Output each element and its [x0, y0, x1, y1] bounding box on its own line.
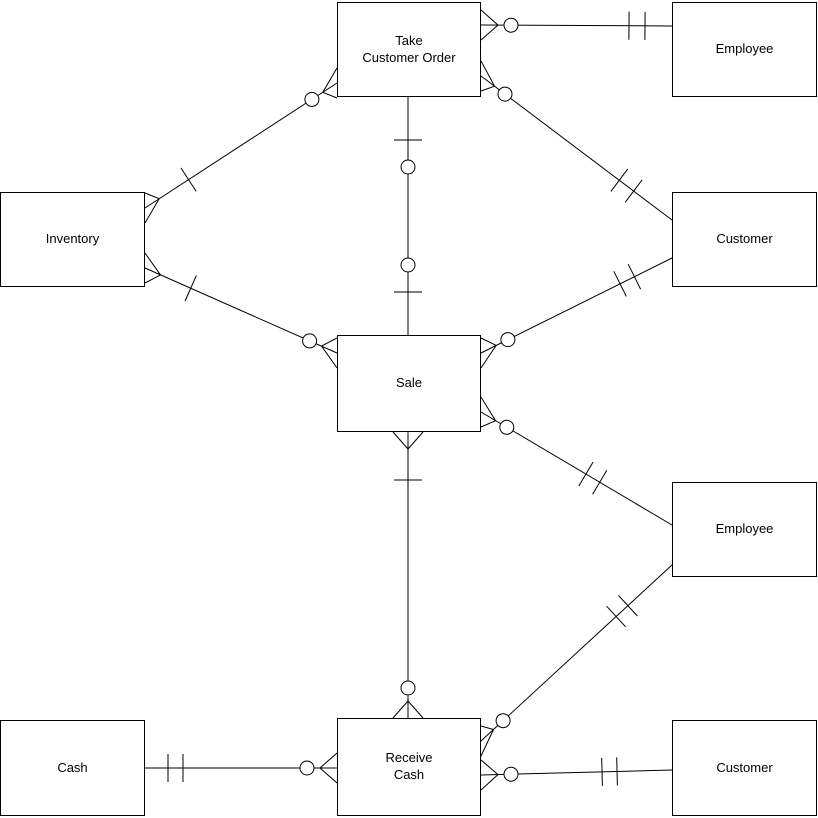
crow-foot-prong — [480, 9, 499, 26]
optionality-zero-circle — [499, 419, 515, 435]
crow-foot-prong — [319, 767, 338, 784]
entity-inventory[interactable]: Inventory — [0, 192, 145, 287]
optionality-zero-circle — [400, 680, 416, 696]
crow-foot-prong — [407, 700, 424, 719]
crow-foot-prong — [392, 431, 409, 450]
optionality-zero-circle — [299, 760, 315, 776]
cardinality-one-tick — [627, 263, 642, 290]
crow-foot-prong — [480, 396, 497, 421]
crow-foot-prong — [480, 345, 497, 369]
optionality-zero-circle — [302, 333, 318, 349]
entity-sale[interactable]: Sale — [337, 335, 481, 432]
connector-take-customer-order--employee-top — [480, 9, 673, 41]
relationship-line — [480, 75, 673, 221]
cardinality-one-tick — [606, 605, 626, 628]
crow-foot-prong — [480, 420, 496, 428]
crow-foot-prong — [321, 345, 338, 369]
entity-employee-bottom[interactable]: Employee — [672, 482, 817, 577]
connector-take-customer-order--inventory — [144, 67, 338, 224]
crow-foot-prong — [480, 85, 495, 92]
crow-foot-prong — [144, 252, 161, 276]
relationship-line — [144, 82, 338, 209]
connector-receive-cash--customer-bottom — [480, 757, 673, 791]
optionality-zero-circle — [400, 159, 416, 175]
entity-customer-top[interactable]: Customer — [672, 192, 817, 287]
optionality-zero-circle — [495, 713, 511, 729]
crow-foot-prong — [480, 729, 494, 757]
cardinality-one-tick — [613, 271, 627, 297]
cardinality-one-tick — [618, 595, 638, 617]
connector-sale--customer-top — [480, 257, 673, 369]
connector-sale--employee-bottom — [480, 396, 673, 526]
crow-foot-prong — [480, 759, 499, 775]
connector-take-customer-order--sale — [394, 97, 422, 335]
cardinality-one-tick — [616, 757, 618, 786]
cardinality-one-tick — [578, 461, 594, 487]
optionality-zero-circle — [500, 332, 516, 348]
crow-foot-prong — [321, 337, 338, 347]
cardinality-one-tick — [601, 757, 603, 786]
optionality-zero-circle — [497, 86, 513, 102]
optionality-zero-circle — [400, 257, 416, 273]
crow-foot-prong — [322, 91, 338, 99]
cardinality-one-tick — [180, 167, 197, 192]
crow-foot-prong — [144, 198, 160, 224]
cardinality-one-tick — [610, 168, 629, 192]
crow-foot-prong — [480, 774, 499, 791]
crow-foot-prong — [144, 274, 161, 284]
crow-foot-prong — [480, 60, 496, 87]
connector-sale--receive-cash — [392, 431, 424, 719]
crow-foot-prong — [319, 752, 338, 769]
crow-foot-prong — [480, 725, 494, 730]
crow-foot-prong — [480, 24, 499, 41]
crow-foot-prong — [322, 67, 338, 93]
connector-take-customer-order--customer-top — [480, 60, 673, 221]
connector-sale--inventory — [144, 252, 338, 369]
cardinality-one-tick — [624, 179, 643, 203]
relationship-line — [480, 564, 673, 742]
cardinality-one-tick — [592, 469, 608, 495]
entity-employee-top[interactable]: Employee — [672, 2, 817, 97]
crow-foot-prong — [144, 192, 160, 200]
entity-customer-bottom[interactable]: Customer — [672, 720, 817, 816]
crow-foot-prong — [407, 431, 424, 450]
optionality-zero-circle — [304, 91, 320, 107]
entity-take-customer-order[interactable]: Take Customer Order — [337, 2, 481, 97]
cardinality-one-tick — [184, 275, 197, 302]
optionality-zero-circle — [503, 766, 519, 782]
crow-foot-prong — [480, 337, 497, 346]
connector-receive-cash--cash — [145, 752, 338, 784]
optionality-zero-circle — [503, 17, 519, 33]
connector-receive-cash--employee-bottom — [480, 564, 673, 757]
crow-foot-prong — [392, 700, 409, 719]
entity-receive-cash[interactable]: Receive Cash — [337, 718, 481, 816]
entity-cash[interactable]: Cash — [0, 720, 145, 816]
